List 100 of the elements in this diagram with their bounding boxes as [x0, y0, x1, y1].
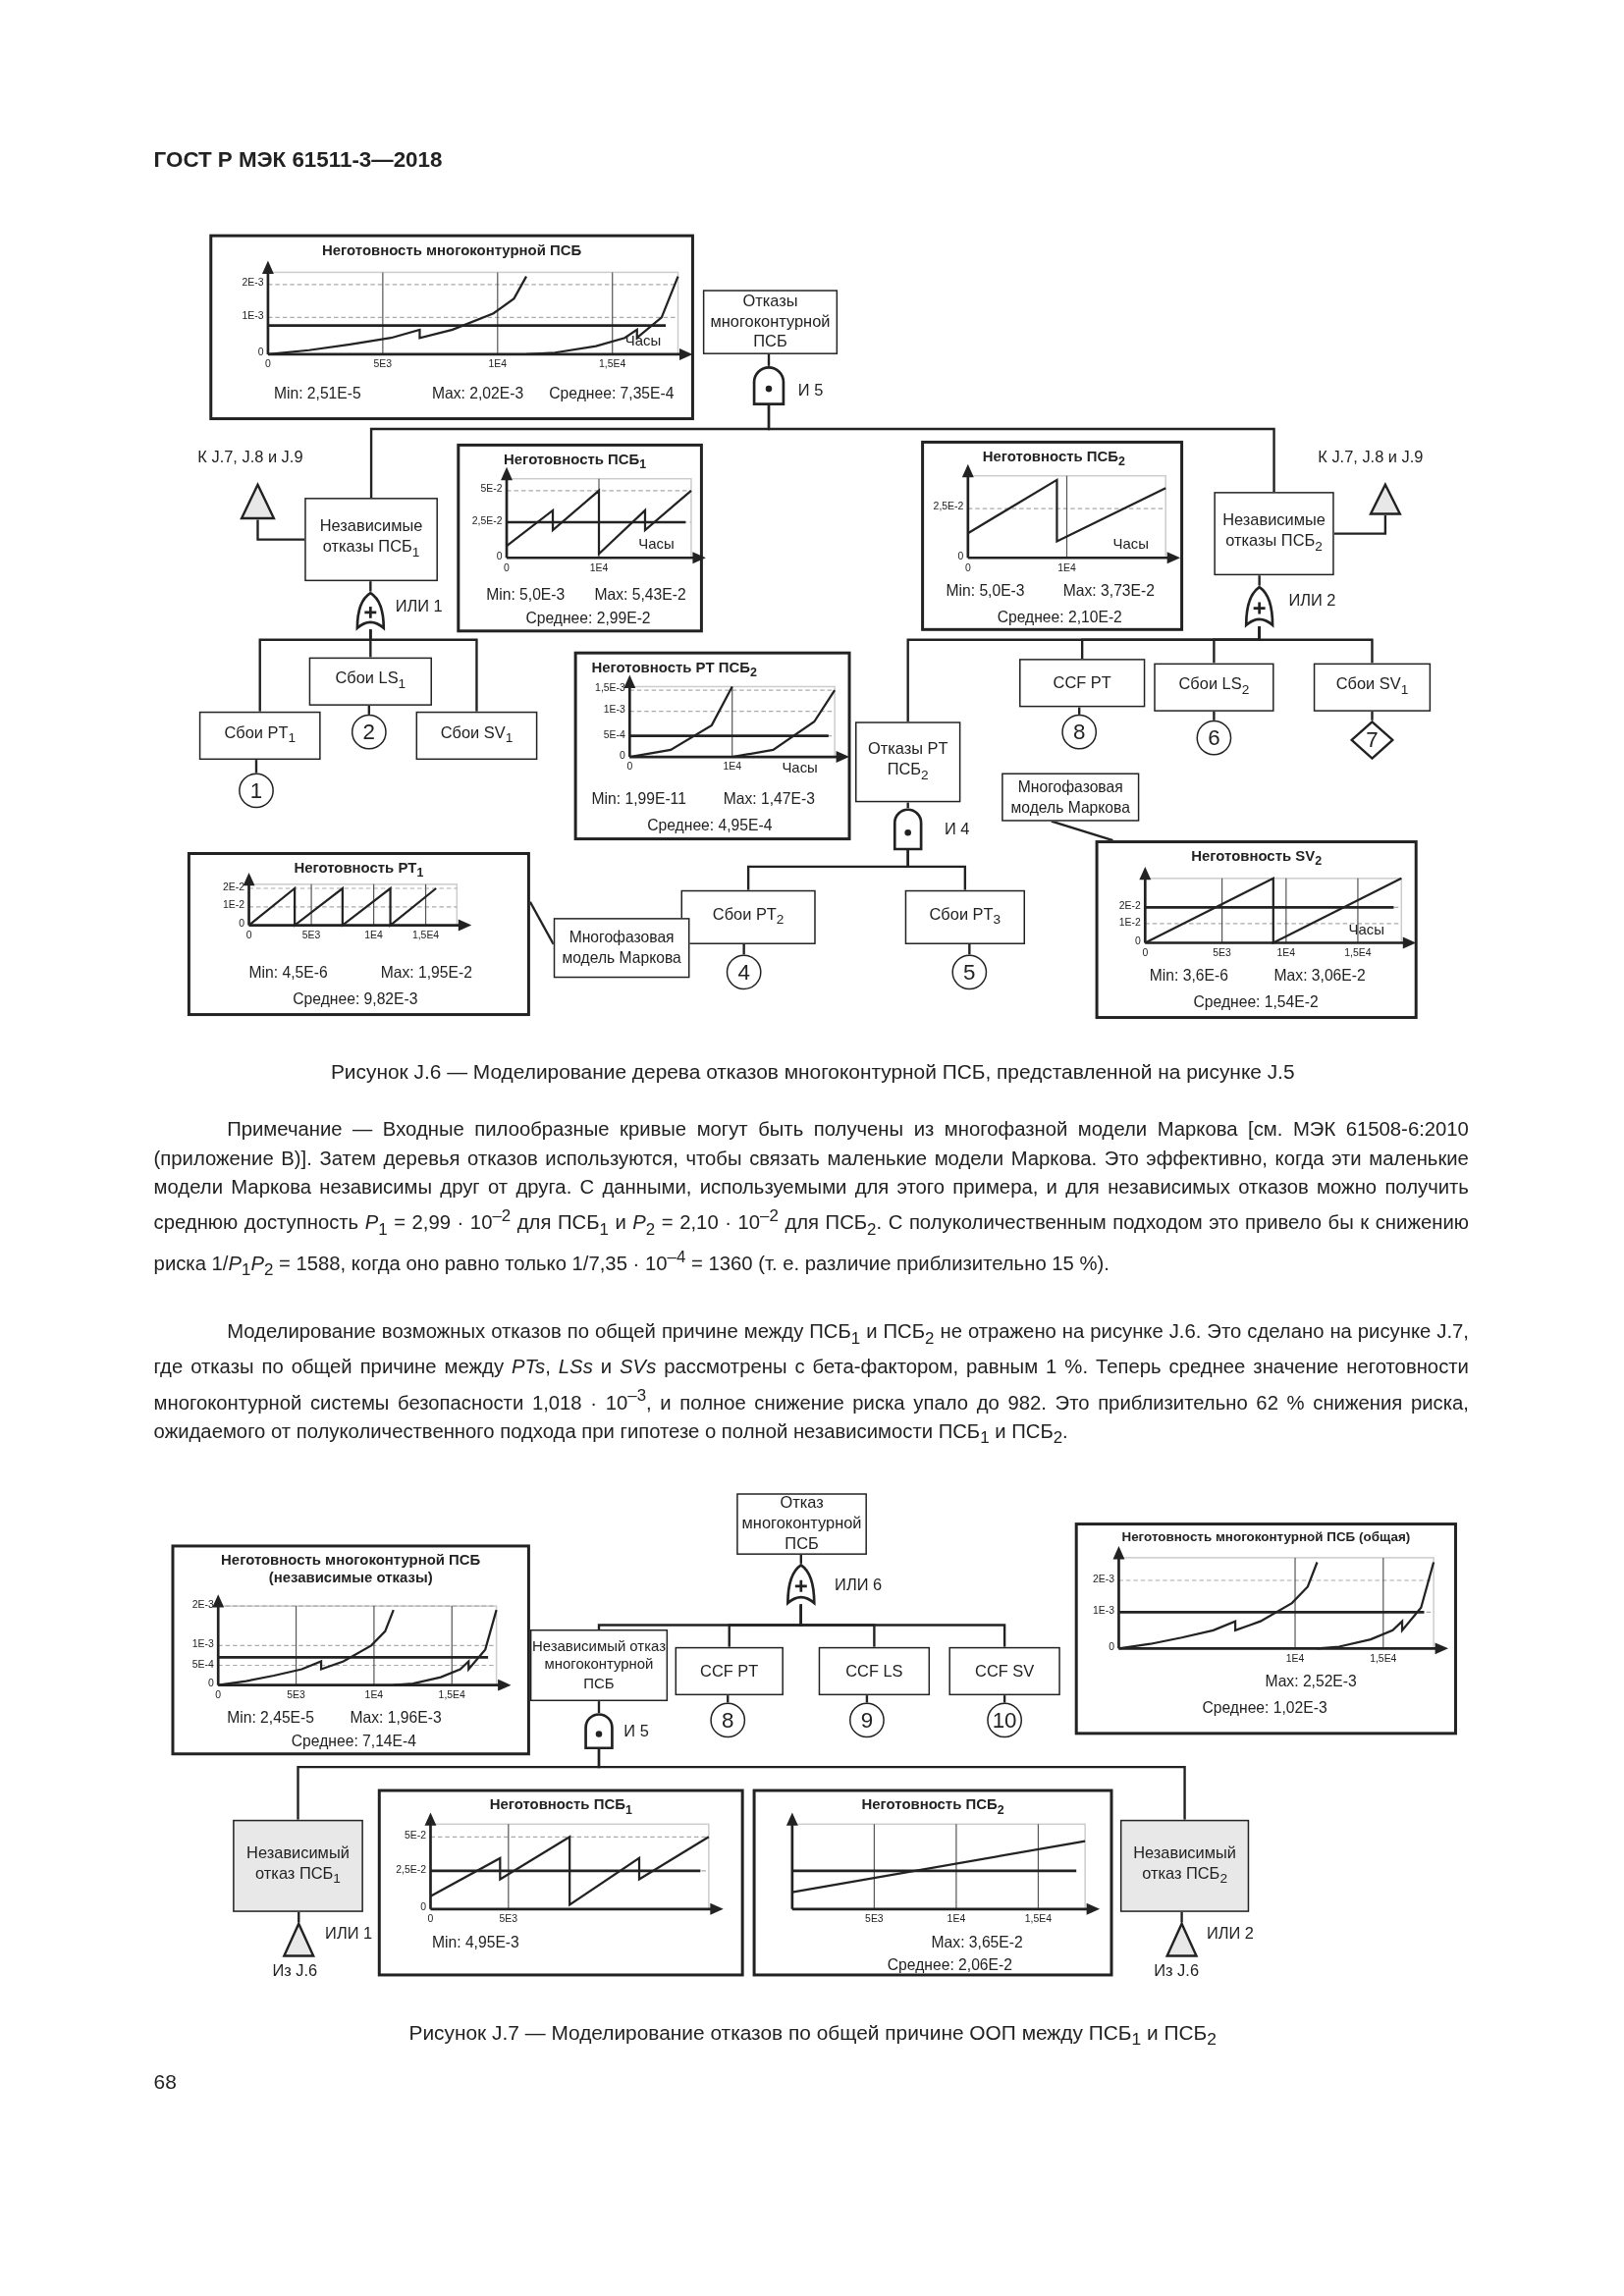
tick-label: 1E-3	[1091, 1604, 1114, 1618]
stat-value: Среднее: 1,02E-3	[1202, 1698, 1327, 1718]
and-gate	[752, 365, 785, 404]
stat-value: Среднее: 9,82E-3	[293, 989, 418, 1009]
tick-label: 0	[1108, 1640, 1114, 1654]
basic-event-circle: 4	[726, 954, 762, 990]
basic-event-circle: 8	[1061, 714, 1098, 750]
tick-label: 0	[1134, 935, 1141, 948]
basic-event-circle: 10	[987, 1702, 1022, 1738]
connector-line	[1371, 711, 1374, 721]
stat-value: Max: 2,52E-3	[1265, 1672, 1357, 1691]
chart-panel	[921, 440, 1184, 631]
connector-line	[906, 849, 967, 890]
stat-value: Min: 4,95E-3	[431, 1932, 519, 1952]
chart-title: Неготовность SV$_{2}$	[1190, 847, 1324, 869]
chart-title: Неготовность многоконтурной ПСБ (общая)	[1120, 1529, 1412, 1546]
event-box: Отказы PT ПСБ$_{2}$	[855, 721, 961, 803]
stat-value: Среднее: 2,10E-2	[997, 607, 1122, 627]
tick-label: 1E4	[588, 561, 610, 575]
connector-line	[767, 403, 1275, 493]
tick-label: 1E4	[946, 1913, 967, 1926]
transfer-triangle	[1369, 483, 1402, 515]
connector-line	[369, 629, 478, 712]
stat-value: Min: 2,45E-5	[227, 1708, 314, 1729]
event-box: Сбои PT$_{1}$	[198, 711, 321, 761]
chart-panel	[457, 443, 703, 633]
undeveloped-event-diamond: 7	[1350, 720, 1394, 761]
tick-label: 0	[426, 1913, 435, 1926]
connector-line	[369, 581, 372, 592]
stat-value: Среднее: 7,35E-4	[549, 383, 675, 403]
transfer-label: Из J.6	[272, 1961, 318, 1980]
connector-line	[597, 1747, 1186, 1820]
transfer-label: Из J.6	[1154, 1961, 1199, 1980]
gate-label: И 5	[797, 380, 824, 399]
tick-label: 1,5E4	[1343, 946, 1373, 960]
event-box: CCF PT	[675, 1646, 784, 1696]
connector-line	[1258, 626, 1374, 664]
page-number: 68	[153, 2069, 178, 2094]
tick-label: 0	[1141, 946, 1150, 960]
tick-label: 1,5E4	[410, 930, 441, 942]
connector-line	[1258, 575, 1261, 586]
stat-value: Max: 1,47E-3	[723, 788, 815, 809]
stat-value: Среднее: 2,06E-2	[887, 1955, 1012, 1976]
event-box: Сбои SV$_{1}$	[1313, 663, 1432, 712]
connector-line	[799, 1604, 1006, 1647]
chart-title: Неготовность многоконтурной ПСБ (независимые отказы)	[220, 1551, 482, 1587]
tick-label: 2E-2	[1117, 899, 1141, 913]
chart-title: Неготовность многоконтурной ПСБ	[321, 241, 583, 259]
chart-title: Неготовность PT ПСБ$_{2}$	[591, 659, 757, 679]
figure-caption: Рисунок J.6 — Моделирование дерева отказов многоконтурной ПСБ, представленной на рисунке J.5	[329, 1059, 1296, 1084]
tick-label: 1E-2	[222, 899, 245, 912]
tick-label: 1E4	[722, 761, 742, 774]
chart-panel	[573, 651, 851, 841]
event-box: Сбои LS$_{1}$	[308, 657, 432, 706]
stat-value: Max: 3,73E-2	[1062, 581, 1155, 601]
tick-label: 0	[419, 1901, 426, 1914]
tick-label: 1E4	[1284, 1652, 1306, 1666]
connector-line	[1180, 1911, 1183, 1923]
tick-label: 1E4	[487, 358, 509, 371]
event-box: Сбои SV$_{1}$	[415, 711, 538, 761]
transfer-label: ИЛИ 2	[1206, 1923, 1254, 1942]
tick-label: 2,5E-2	[470, 514, 503, 528]
tick-label: 1,5E4	[1369, 1652, 1398, 1666]
event-box: Сбои PT$_{2}$	[680, 889, 816, 944]
tick-label: 1E-3	[602, 704, 625, 717]
gate-label: ИЛИ 6	[835, 1575, 883, 1593]
tick-label: 0	[495, 550, 503, 563]
tick-label: 5E3	[286, 1689, 306, 1702]
tick-label: 2,5E-2	[932, 501, 964, 514]
tick-label: 0	[619, 749, 625, 763]
tick-label: 1E4	[1056, 561, 1077, 575]
chart-title: Неготовность ПСБ$_{1}$	[504, 451, 647, 472]
stat-value: Min: 5,0E-3	[946, 581, 1025, 601]
basic-event-circle: 6	[1196, 720, 1232, 756]
chart-title: Неготовность ПСБ$_{2}$	[860, 1796, 1005, 1817]
tick-label: 1E4	[363, 930, 384, 942]
stat-value: Min: 3,6E-6	[1149, 966, 1228, 986]
tick-label: 0	[206, 1678, 214, 1690]
event-box: Отказ многоконтурной ПСБ	[736, 1493, 867, 1555]
and-gate	[584, 1713, 614, 1748]
stat-value: Min: 2,51E-5	[273, 383, 361, 403]
transfer-label: ИЛИ 1	[325, 1923, 373, 1942]
tick-label: 0	[256, 347, 264, 359]
axis-title: Часы	[638, 535, 675, 555]
tick-label: 5E3	[864, 1913, 885, 1926]
axis-title: Часы	[624, 332, 662, 350]
paragraph: Моделирование возможных отказов по общей причине между ПСБ$_{1}$ и ПСБ$_{2}$ не отражено на рисунке J.6. Это сделано на рисунке J.7, где отказы по общей причине между PTs, LSs и SVs рассмотрены с бета-фактором, равным 1 %. Теперь среднее значение неготовности многоконтурной системы безопасности 1,018 · 10$^{–3}$, и полное снижение риска упало до 982. Это приблизительно 62 % снижения риска, ожидаемого от полуколичественного подхода при гипотезе о полной независимости ПСБ$_{1}$ и ПСБ$_{2}$.	[153, 1319, 1469, 1448]
connector-line	[906, 802, 909, 809]
transfer-label: К J.7, J.8 и J.9	[197, 448, 303, 466]
basic-event-circle: 2	[351, 714, 387, 750]
stat-value: Среднее: 2,99E-2	[525, 609, 651, 628]
connector-line	[1213, 711, 1216, 721]
tick-label: 0	[238, 918, 245, 931]
tick-label: 2E-2	[222, 881, 245, 893]
tick-label: 0	[503, 561, 511, 575]
stat-value: Min: 5,0E-3	[486, 585, 566, 606]
tick-label: 5E-4	[190, 1658, 214, 1671]
gate-label: И 5	[623, 1721, 649, 1739]
transfer-triangle	[1165, 1922, 1198, 1958]
tick-label: 1,5E4	[1023, 1913, 1054, 1926]
